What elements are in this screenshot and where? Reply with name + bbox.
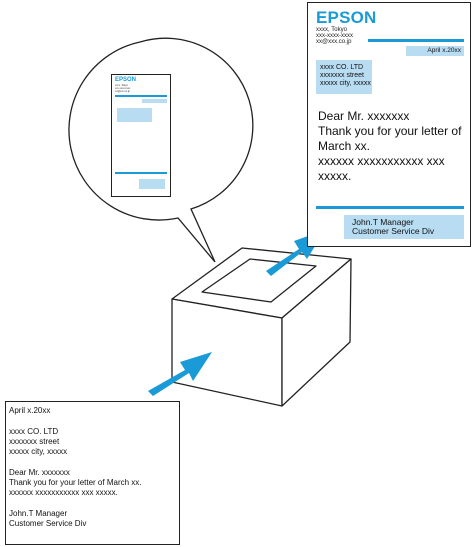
address-line: xxxx CO. LTD <box>320 64 372 72</box>
mini-bottom-rule <box>115 172 167 174</box>
mini-header: xxxx, Tokyo xxx-xxxx-xxxx xx@xxx.co.jp <box>115 84 130 93</box>
mini-top-rule <box>115 95 167 97</box>
body-line: Dear Mr. xxxxxxx <box>9 468 179 478</box>
body-line: xxxxx. <box>318 169 470 184</box>
address-line: xxxxx city, xxxxx <box>9 447 179 457</box>
signature-block: John.T Manager Customer Service Div <box>344 215 464 239</box>
body-line: March xx. <box>318 139 470 154</box>
process-box <box>172 248 351 406</box>
mini-logo: EPSON <box>115 77 136 83</box>
mini-letter-preview: EPSON xxxx, Tokyo xxx-xxxx-xxxx xx@xxx.c… <box>111 74 171 197</box>
body-line: xxxxxx xxxxxxxxxxx xxx xxxxx. <box>9 488 179 498</box>
header-line: xx@xxx.co.jp <box>316 39 351 46</box>
letter-date: April x.20xx <box>9 406 179 416</box>
mini-date-box <box>142 99 167 103</box>
address-line: xxxxx city, xxxxx <box>320 80 372 88</box>
address-block: xxxx CO. LTD xxxxxxx street xxxxx city, … <box>316 60 372 94</box>
body-line: Dear Mr. xxxxxxx <box>318 109 470 124</box>
body-line: xxxxxx xxxxxxxxxxx xxx <box>318 154 470 169</box>
input-letter: April x.20xx xxxx CO. LTD xxxxxxx street… <box>5 401 180 545</box>
header-rule <box>368 39 464 42</box>
letter-body: Dear Mr. xxxxxxx Thank you for your lett… <box>318 109 470 184</box>
signature-line: Customer Service Div <box>9 519 179 529</box>
output-letter: EPSON xxxx, Tokyo xxx-xxxx-xxxx xx@xxx.c… <box>307 2 471 247</box>
body-line: Thank you for your letter of <box>318 124 470 139</box>
address-line: xxxx CO. LTD <box>9 427 179 437</box>
mini-header-line: xx@xxx.co.jp <box>115 90 130 93</box>
mini-address-box <box>117 108 152 122</box>
epson-logo: EPSON <box>316 8 377 28</box>
body-line: Thank you for your letter of March xx. <box>9 478 179 488</box>
address-line: xxxxxxx street <box>320 72 372 80</box>
signature-line: John.T Manager <box>9 509 179 519</box>
letter-date: April x.20xx <box>406 46 464 56</box>
signature-line: Customer Service Div <box>352 227 464 236</box>
footer-rule <box>316 206 464 209</box>
address-line: xxxxxxx street <box>9 437 179 447</box>
mini-signature-box <box>139 179 165 189</box>
